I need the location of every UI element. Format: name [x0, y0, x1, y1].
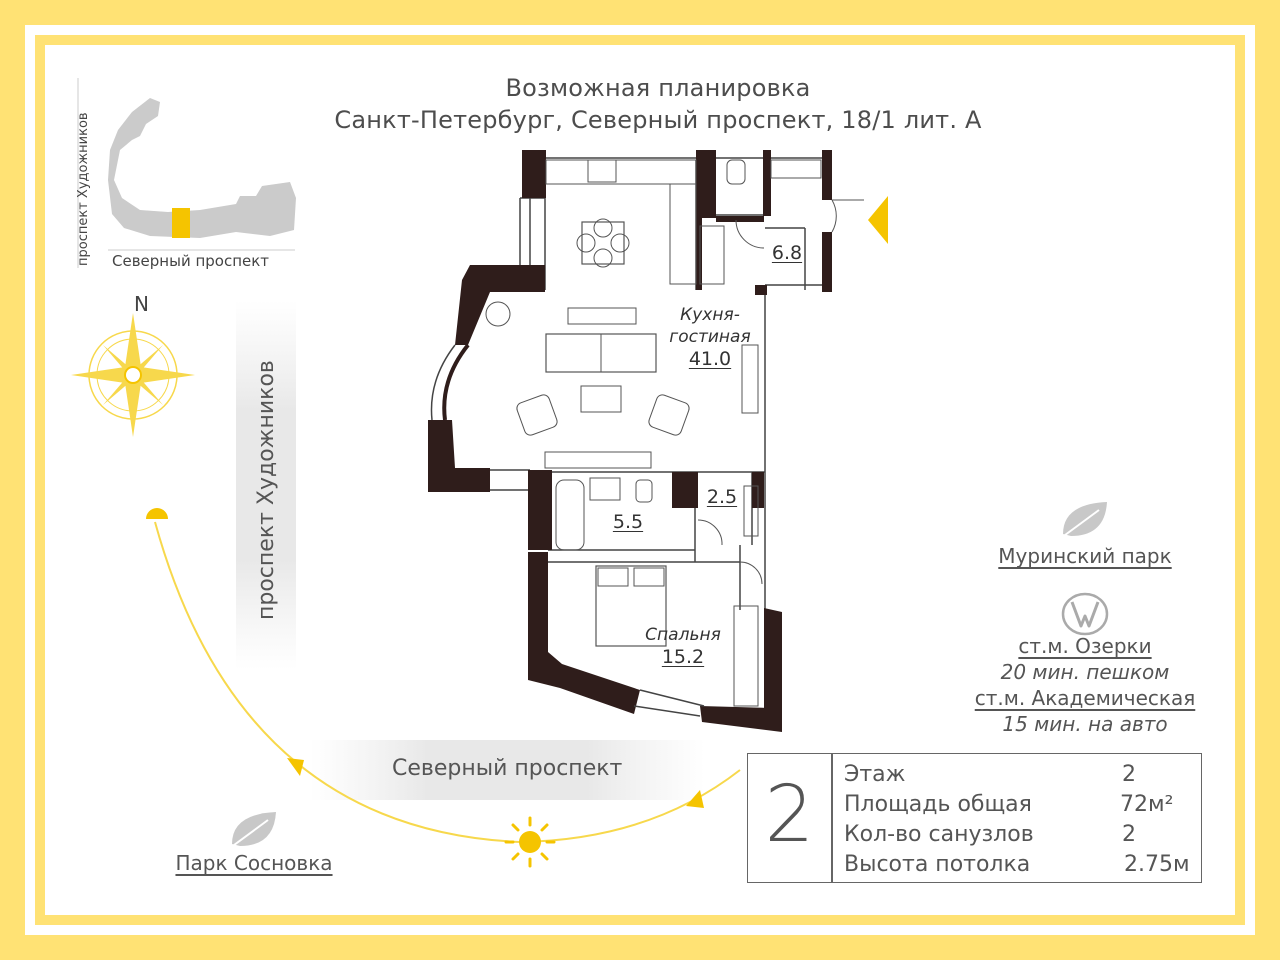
room-hall-area: 6.8: [771, 242, 803, 264]
room-bedroom-area: 15.2: [661, 646, 705, 668]
floor-number-big: 2: [764, 770, 815, 860]
info-value-floor: 2: [1122, 762, 1136, 787]
street-label-vertical: проспект Художников: [254, 360, 279, 620]
info-label-area: Площадь общая: [844, 792, 1032, 817]
minimap: [77, 78, 296, 268]
room-bath-area: 5.5: [612, 511, 644, 533]
apartment-info-box: 2 Этаж 2 Площадь общая 72м² Кол-во сануз…: [747, 753, 1202, 883]
leaf-icon-murino: [1060, 502, 1107, 539]
info-label-ceiling: Высота потолка: [844, 852, 1031, 877]
entrance-marker: [868, 196, 888, 244]
poi-park-sosnovka[interactable]: Парк Сосновка: [175, 851, 333, 875]
poi-metro-ozerki-time: 20 мин. пешком: [1000, 660, 1170, 684]
poi-metro-akademicheskaya[interactable]: ст.м. Академическая: [974, 686, 1196, 710]
compass-north-label: N: [134, 292, 149, 316]
sun-path-arrow-right: [686, 790, 704, 808]
sunrise-icon: [146, 508, 168, 519]
room-bedroom: Спальня 15.2: [640, 624, 726, 668]
compass-icon: [71, 313, 195, 437]
minimap-highlight: [172, 208, 190, 238]
minimap-street-horizontal: Северный проспект: [112, 252, 270, 270]
room-kitchen-living: Кухня- гостиная 41.0: [660, 304, 760, 370]
minimap-street-vertical: проспект Художников: [76, 112, 91, 266]
room-wc-area: 2.5: [706, 486, 738, 508]
info-value-bathrooms: 2: [1122, 822, 1136, 847]
leaf-icon-sosnovka: [229, 812, 276, 849]
room-kitchen-name: Кухня- гостиная: [669, 305, 751, 347]
poi-metro-akademicheskaya-time: 15 мин. на авто: [1002, 712, 1168, 736]
page-subtitle-address: Санкт-Петербург, Северный проспект, 18/1…: [334, 106, 982, 134]
info-label-bathrooms: Кол-во санузлов: [844, 822, 1034, 847]
info-value-area: 72м²: [1120, 792, 1174, 817]
street-vertical-band: [236, 300, 296, 670]
room-kitchen-area: 41.0: [688, 348, 732, 370]
poi-murino-park[interactable]: Муринский парк: [998, 544, 1172, 568]
room-bedroom-name: Спальня: [645, 625, 721, 645]
floor-plan: [428, 150, 864, 732]
sun-path-arc: [154, 521, 741, 844]
street-label-horizontal: Северный проспект: [392, 756, 623, 781]
poi-metro-ozerki[interactable]: ст.м. Озерки: [1018, 634, 1152, 658]
info-value-ceiling: 2.75м: [1124, 852, 1190, 877]
info-divider: [831, 754, 833, 882]
metro-icon: [1061, 592, 1109, 636]
street-horizontal-band: [310, 740, 705, 800]
minimap-building-shape: [108, 98, 296, 238]
sun-path-arrow-left: [287, 758, 304, 776]
sun-icon: [504, 816, 556, 868]
info-label-floor: Этаж: [844, 762, 906, 787]
page-title: Возможная планировка: [505, 74, 811, 102]
